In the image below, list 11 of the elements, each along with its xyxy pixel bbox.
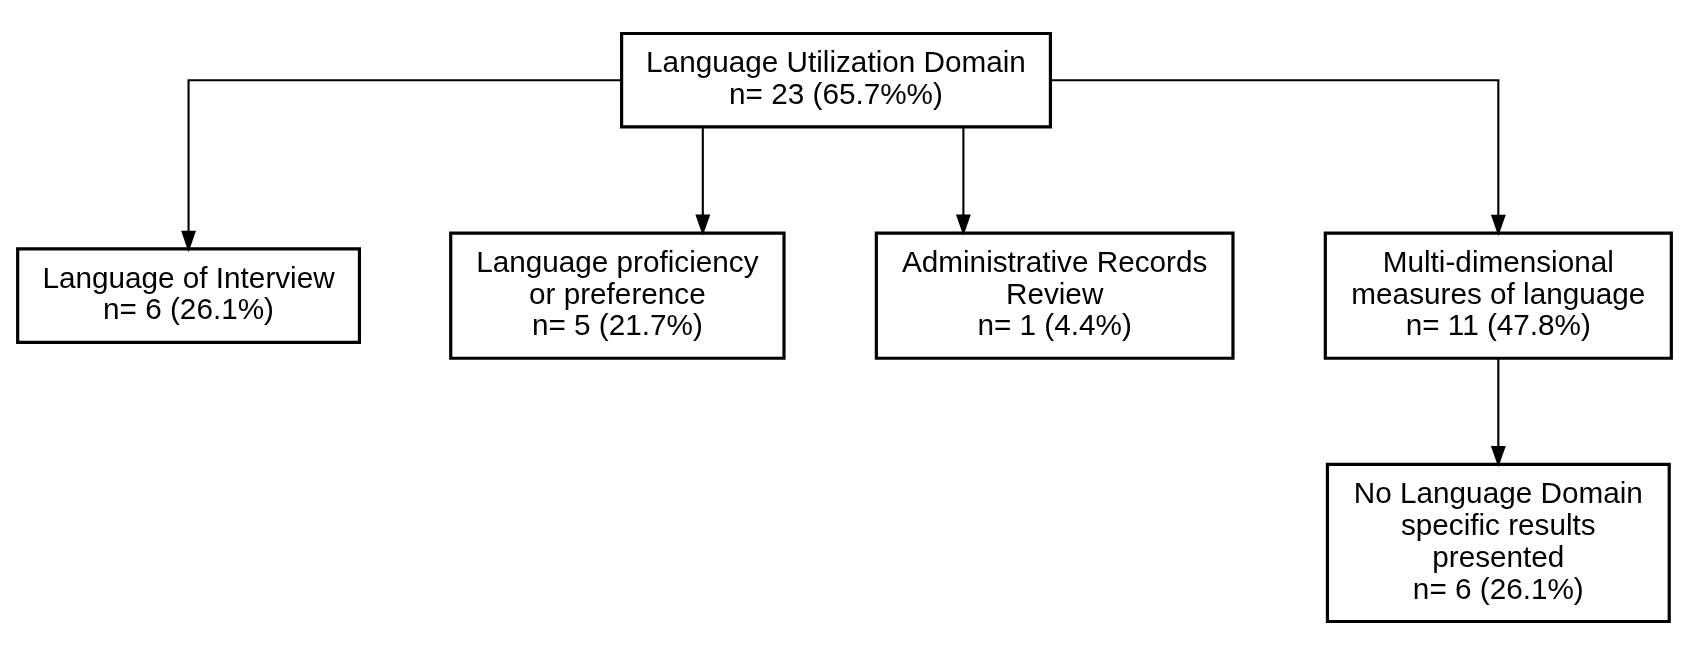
node-box: Multi-dimensional measures of language n= 11 (47.8%) — [1323, 231, 1673, 360]
node-box: Language proficiency or preference n= 5 (21.7%) — [448, 231, 786, 360]
node-box: Language of Interview n= 6 (26.1%) — [15, 247, 361, 344]
node-box: Administrative Records Review n= 1 (4.4%) — [874, 231, 1235, 360]
arrow — [1050, 79, 1506, 236]
node-box: No Language Domain specific results presented n= 6 (26.1%) — [1325, 462, 1671, 624]
arrow — [694, 126, 710, 236]
arrow — [180, 79, 621, 253]
arrow — [1490, 358, 1506, 468]
node-box: Language Utilization Domain n= 23 (65.7%%) — [619, 31, 1052, 129]
arrow — [955, 126, 971, 236]
